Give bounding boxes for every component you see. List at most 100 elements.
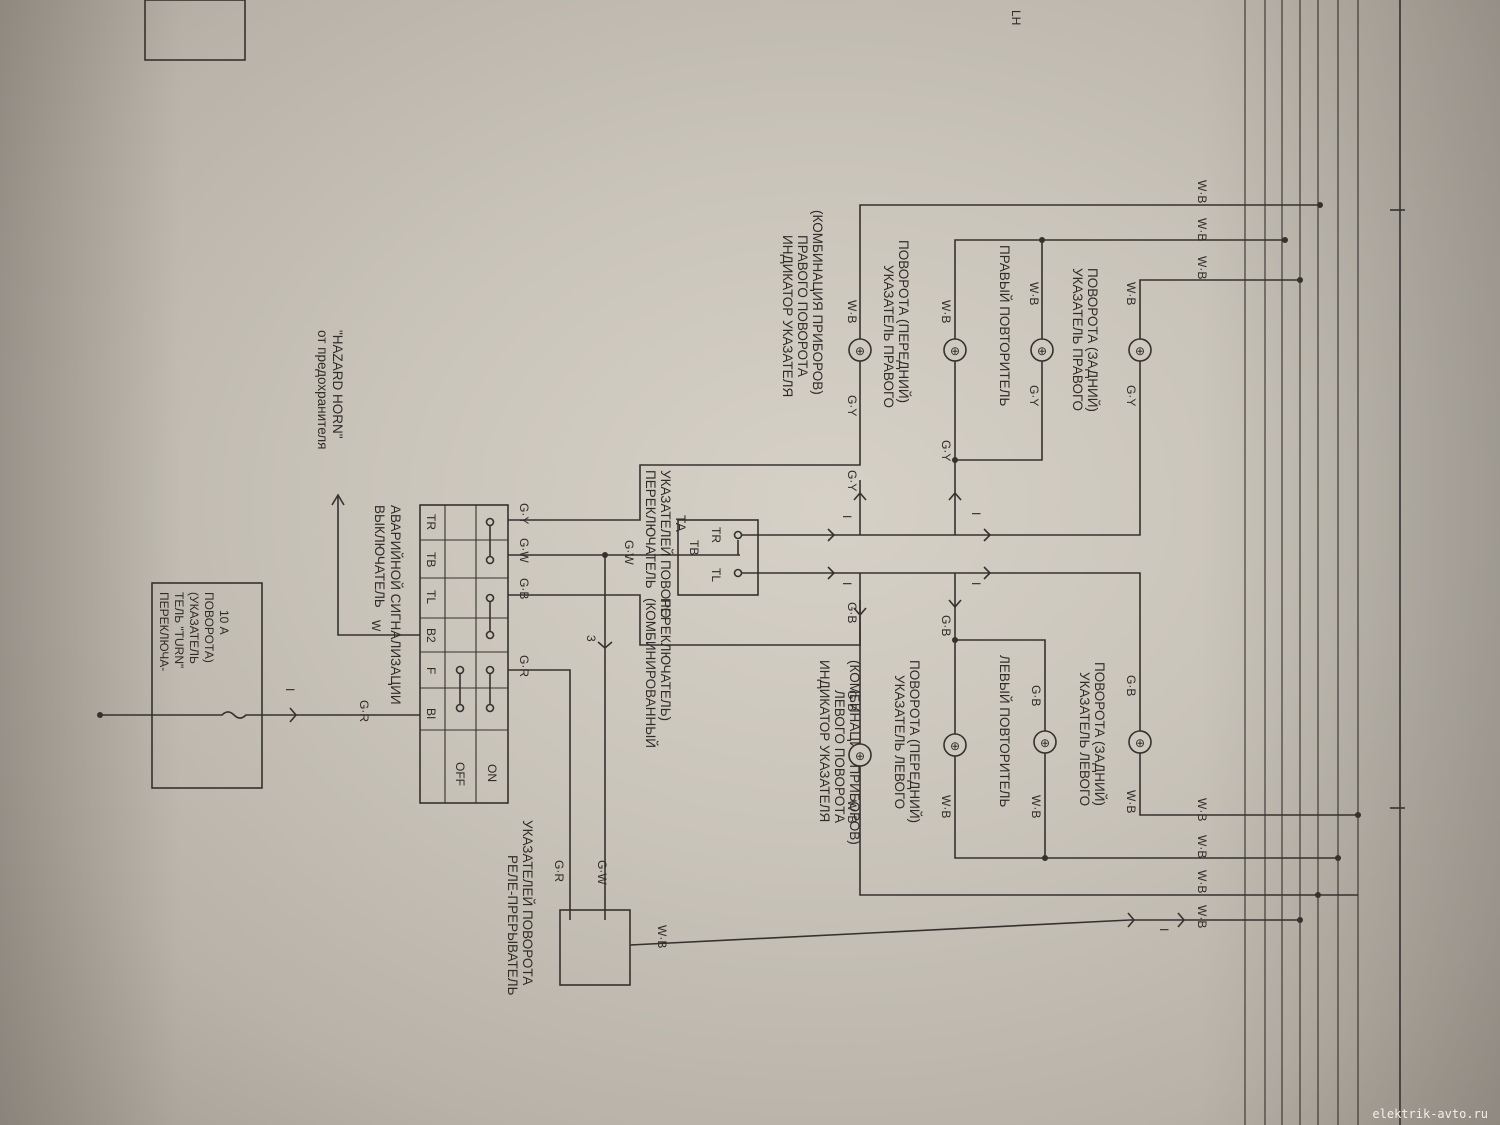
svg-text:W·B: W·B: [1195, 256, 1209, 279]
svg-text:W·B: W·B: [1124, 790, 1138, 813]
svg-text:I: I: [840, 515, 854, 518]
svg-text:G·W: G·W: [595, 860, 609, 885]
svg-text:TR: TR: [709, 527, 723, 543]
turn-switch-label-1: ПЕРЕКЛЮЧАТЕЛЬ: [643, 470, 658, 589]
combined-switch-label-1: (КОМБИНИРОВАННЫЙ: [643, 598, 658, 748]
svg-text:W·B: W·B: [939, 795, 953, 818]
wire-left-front: [954, 640, 1338, 859]
svg-text:G·R: G·R: [517, 655, 531, 677]
svg-text:W·B: W·B: [1195, 835, 1209, 858]
svg-text:W·B: W·B: [1195, 870, 1209, 893]
lamp-symbol-icon: ⊕: [855, 344, 865, 358]
svg-text:TL: TL: [709, 568, 723, 582]
svg-text:BI: BI: [424, 708, 438, 719]
svg-text:G·Y: G·Y: [1124, 385, 1138, 406]
svg-text:W·B: W·B: [845, 300, 859, 323]
corner-tag: LH: [1009, 10, 1023, 25]
turn-switch-label-2: УКАЗАТЕЛЕЙ ПОВОРО: [658, 470, 673, 618]
svg-text:3: 3: [584, 635, 598, 642]
left-front-label-1: УКАЗАТЕЛЬ ЛЕВОГО: [892, 675, 907, 809]
svg-text:W·B: W·B: [1195, 905, 1209, 928]
svg-text:G·R: G·R: [552, 860, 566, 882]
svg-text:G·B: G·B: [1124, 675, 1138, 696]
svg-text:I: I: [969, 582, 983, 585]
svg-text:G·Y: G·Y: [1027, 385, 1041, 406]
wire-gr-relay: [508, 669, 571, 920]
left-repeater-lamp-icon: [1033, 730, 1057, 754]
svg-text:ON: ON: [485, 764, 499, 782]
lamp-symbol-icon: ⊕: [1135, 736, 1145, 750]
top-frame: [144, 0, 246, 61]
svg-text:W·B: W·B: [1124, 282, 1138, 305]
lamp-symbol-icon: ⊕: [1135, 344, 1145, 358]
svg-text:W·B: W·B: [1195, 218, 1209, 241]
svg-text:G·Y: G·Y: [845, 395, 859, 416]
hazard-switch-table: BI F B2 TL TB TR OFF ON: [419, 504, 509, 804]
wire-right-front: [954, 239, 1285, 460]
svg-text:W·B: W·B: [939, 300, 953, 323]
left-rear-label-1: УКАЗАТЕЛЬ ЛЕВОГО: [1077, 672, 1092, 806]
hazard-source-1: от предохранителя: [315, 330, 330, 449]
right-rear-label-1: УКАЗАТЕЛЬ ПРАВОГО: [1070, 268, 1085, 411]
hazard-source-2: "HAZARD HORN": [330, 330, 345, 439]
left-rear-label-2: ПОВОРОТА (ЗАДНИЙ): [1092, 662, 1107, 806]
wire-left-indicator: [859, 640, 1358, 896]
lamp-symbol-icon: ⊕: [950, 344, 960, 358]
flasher-relay: [559, 909, 631, 986]
hazard-switch-label-2: АВАРИЙНОЙ СИГНАЛИЗАЦИИ: [388, 505, 403, 705]
svg-text:TL: TL: [424, 590, 438, 604]
svg-text:W·B: W·B: [845, 800, 859, 823]
lamp-symbol-icon: ⊕: [855, 749, 865, 763]
hazard-switch-label-1: ВЫКЛЮЧАТЕЛЬ: [372, 505, 387, 608]
svg-text:G·B: G·B: [845, 690, 859, 711]
svg-text:W·B: W·B: [1027, 282, 1041, 305]
svg-text:B2: B2: [424, 628, 438, 643]
svg-text:TR: TR: [424, 514, 438, 530]
svg-text:G·B: G·B: [845, 602, 859, 623]
fuse-label-4: ПОВОРОТА): [202, 592, 216, 663]
left-repeater-label: ЛЕВЫЙ ПОВТОРИТЕЛЬ: [997, 655, 1012, 808]
svg-text:G·W: G·W: [517, 538, 531, 563]
wire-wb-relay: [629, 919, 1300, 946]
svg-text:W·B: W·B: [655, 925, 669, 948]
fuse-box: ПЕРЕКЛЮЧА- ТЕЛЬ "TURN" (УКАЗАТЕЛЬ ПОВОРО…: [97, 582, 290, 789]
wire-gy: [508, 355, 861, 521]
lamp-symbol-icon: ⊕: [950, 739, 960, 753]
connector-marks: I I I I: [827, 491, 992, 617]
watermark: elektrik-avto.ru: [1372, 1107, 1488, 1121]
right-front-label-2: ПОВОРОТА (ПЕРЕДНИЙ): [896, 240, 911, 403]
svg-text:G·B: G·B: [1029, 685, 1043, 706]
right-indicator-label-1: ИНДИКАТОР УКАЗАТЕЛЯ: [780, 235, 795, 397]
svg-text:G·B: G·B: [939, 615, 953, 636]
left-indicator-label-2: ЛЕВОГО ПОВОРОТА: [832, 690, 847, 823]
fuse-element: [100, 711, 290, 719]
svg-text:G·Y: G·Y: [939, 440, 953, 461]
right-indicator-lamp-icon: [848, 338, 872, 362]
svg-text:TB: TB: [687, 540, 701, 555]
wire-left-repeater: [955, 639, 1046, 858]
left-front-lamp-icon: [943, 733, 967, 757]
left-indicator-lamp-icon: [848, 743, 872, 767]
svg-text:I: I: [969, 512, 983, 515]
wire-right-repeater: [955, 240, 1043, 461]
svg-text:W·B: W·B: [1195, 180, 1209, 203]
left-rear-lamp-icon: [1128, 730, 1152, 754]
right-repeater-lamp-icon: [1030, 338, 1054, 362]
svg-text:W·B: W·B: [1029, 795, 1043, 818]
svg-text:I: I: [840, 582, 854, 585]
ground-bus-lines: [1244, 0, 1405, 1125]
svg-text:TB: TB: [424, 552, 438, 567]
relay-label-2: УКАЗАТЕЛЕЙ ПОВОРОТА: [520, 820, 535, 985]
turn-switch-label-3: ТА: [673, 515, 688, 532]
wire-right-bus: [742, 279, 1190, 536]
right-repeater-label: ПРАВЫЙ ПОВТОРИТЕЛЬ: [997, 245, 1012, 406]
right-front-lamp-icon: [943, 338, 967, 362]
wire-left-bus: [742, 572, 1190, 816]
svg-text:F: F: [424, 667, 438, 674]
svg-text:I: I: [1157, 928, 1171, 931]
left-indicator-label-1: ИНДИКАТОР УКАЗАТЕЛЯ: [817, 660, 832, 822]
right-rear-lamp-icon: [1128, 338, 1152, 362]
svg-text:W·B: W·B: [1195, 798, 1209, 821]
svg-text:G·Y: G·Y: [845, 470, 859, 491]
